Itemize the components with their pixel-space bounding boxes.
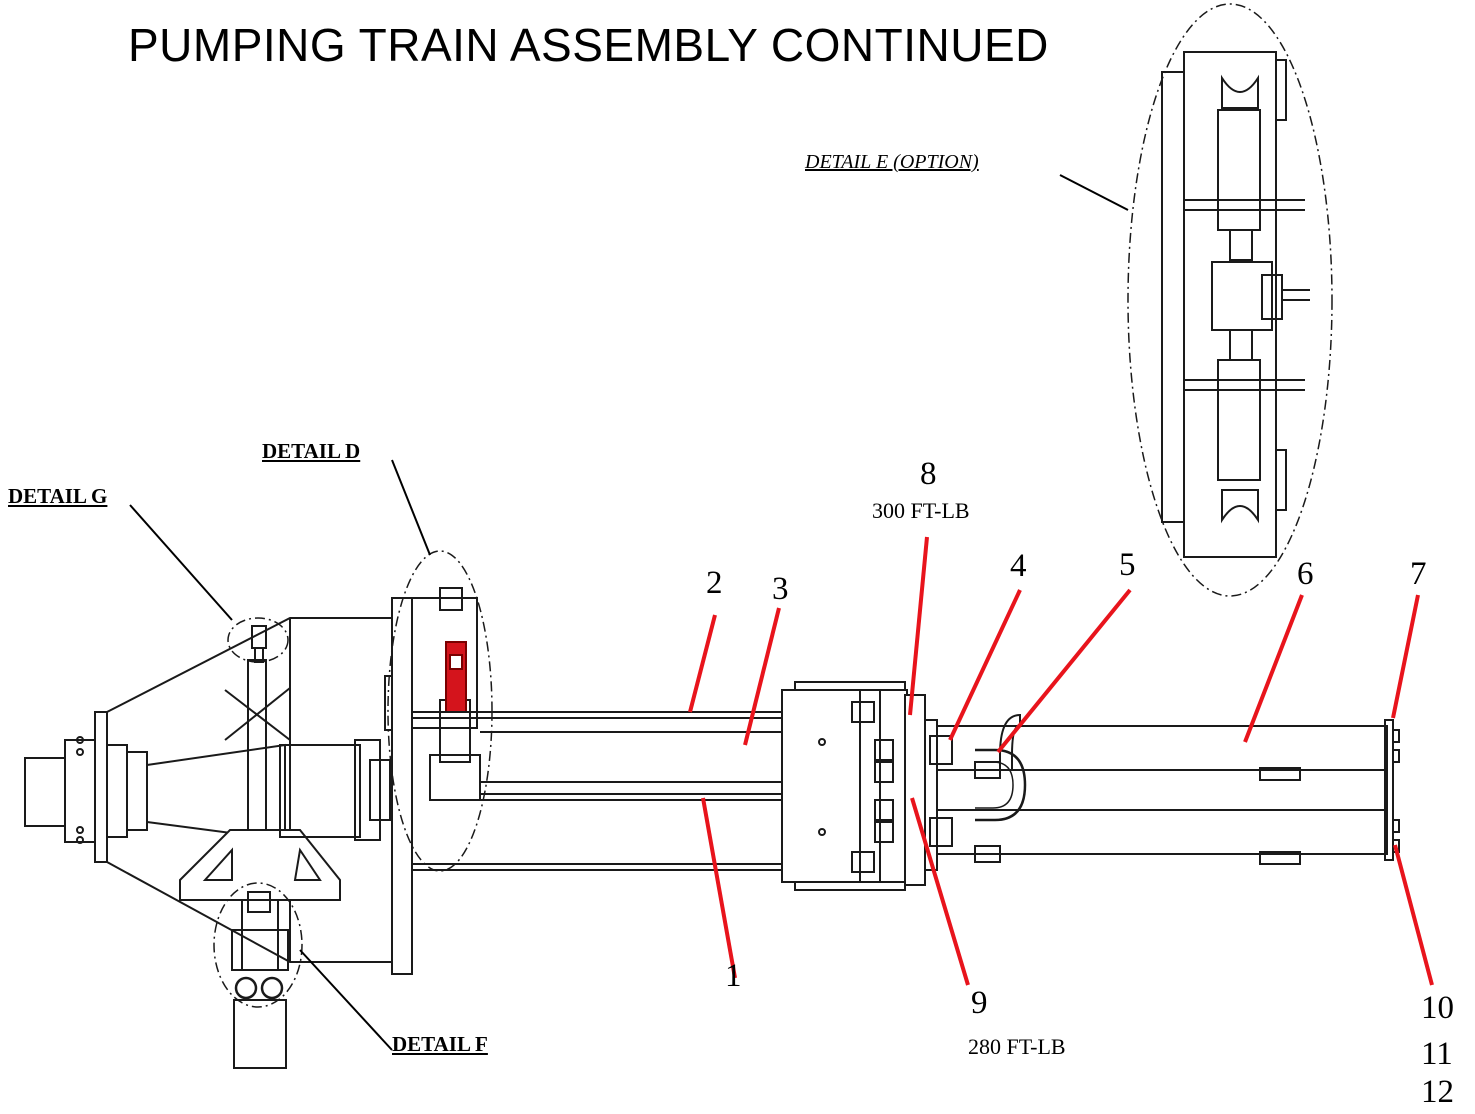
- callout-3: 3: [772, 571, 789, 607]
- cylinder-block: [781, 681, 938, 891]
- torque-8: 300 FT-LB: [872, 498, 970, 523]
- detail-f-valve: [213, 882, 303, 1069]
- detail-f-label: DETAIL F: [392, 1032, 488, 1056]
- callout-10: 10: [1421, 990, 1454, 1026]
- callout-6: 6: [1297, 556, 1314, 592]
- callout-8: 8: [920, 456, 937, 492]
- callout-5: 5: [1119, 547, 1136, 583]
- callout-1: 1: [725, 958, 742, 994]
- detail-g-fitting: [227, 617, 289, 663]
- callout-11: 11: [1421, 1036, 1453, 1072]
- callout-leaders: [688, 536, 1434, 986]
- callout-12: 12: [1421, 1074, 1454, 1110]
- motor-adapter: [24, 617, 392, 963]
- detail-e-label: DETAIL E (OPTION): [805, 151, 979, 173]
- detail-leaders: [129, 174, 1129, 1051]
- detail-d-label: DETAIL D: [262, 439, 361, 463]
- main-flange: [384, 550, 493, 975]
- page-title: PUMPING TRAIN ASSEMBLY CONTINUED: [128, 19, 1049, 71]
- callout-9: 9: [971, 985, 988, 1021]
- callout-4: 4: [1010, 548, 1027, 584]
- manifold-housing: [929, 713, 1400, 865]
- detail-e-option: [1127, 3, 1333, 597]
- detail-g-label: DETAIL G: [8, 484, 108, 508]
- torque-9: 280 FT-LB: [968, 1034, 1066, 1059]
- callout-2: 2: [706, 565, 723, 601]
- callout-7: 7: [1410, 556, 1427, 592]
